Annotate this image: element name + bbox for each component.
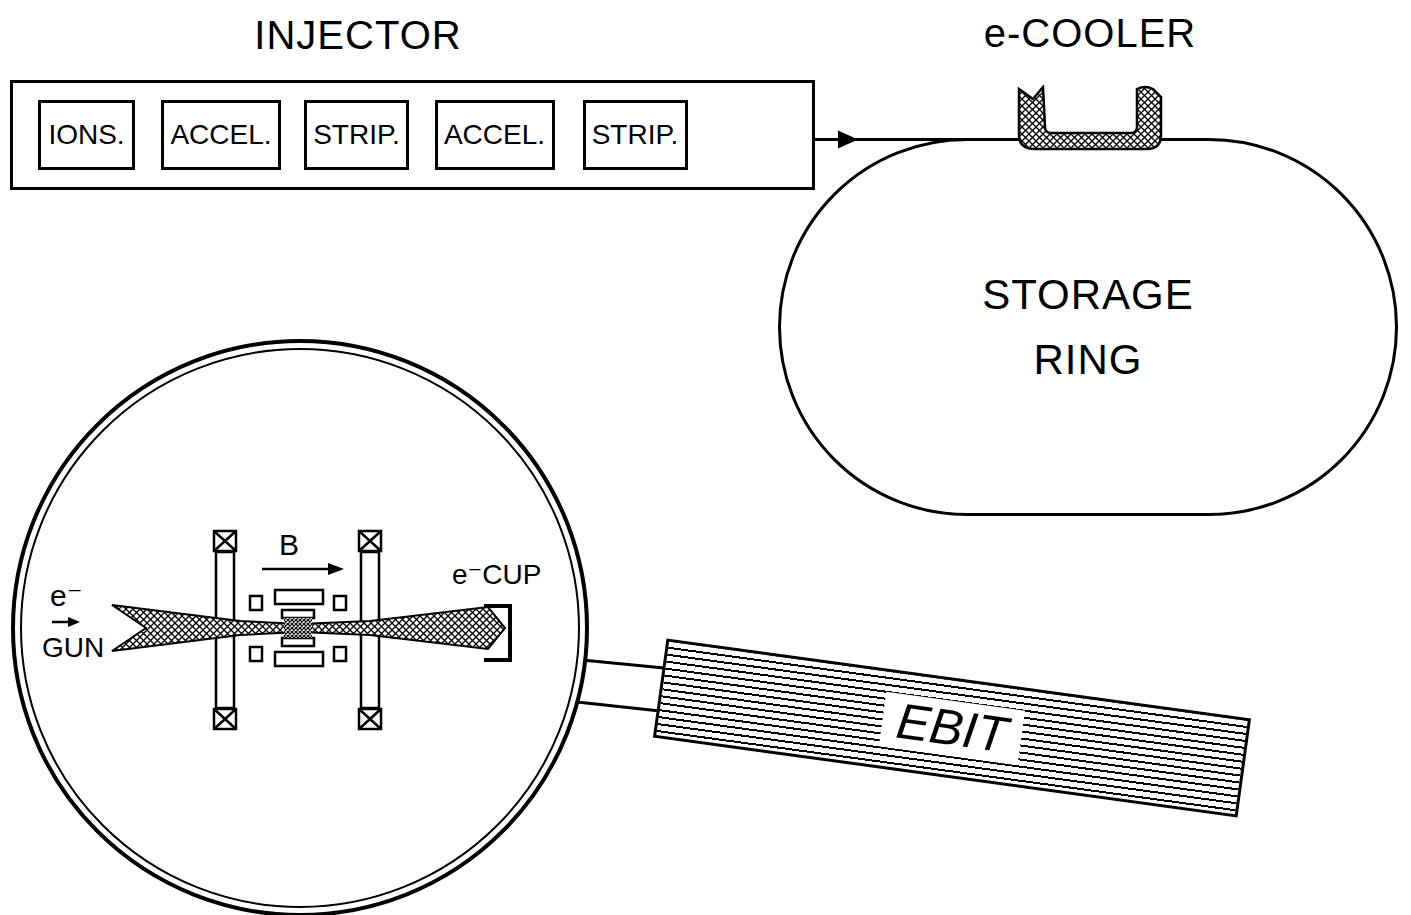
injector-box: INJECTORIONS.ACCEL.STRIP.ACCEL.STRIP. xyxy=(10,80,815,190)
node-text: ACCEL. xyxy=(444,119,545,151)
particle-label: e⁻ xyxy=(50,578,83,613)
trap-region xyxy=(284,618,312,638)
ebit-handle: EBIT xyxy=(653,638,1251,817)
lens-rim xyxy=(13,341,587,915)
magnifier-neck xyxy=(577,660,664,711)
field-arrow xyxy=(262,568,330,571)
gun-arrowhead xyxy=(68,617,80,627)
node-text: STORAGE RING xyxy=(973,262,1203,392)
electron-cooler: e-COOLER xyxy=(1015,85,1165,151)
electron-collector xyxy=(484,606,510,660)
arrowhead xyxy=(838,131,858,149)
electron-beam xyxy=(112,605,505,651)
gun-label: GUN xyxy=(42,632,104,664)
stage-box: ACCEL. xyxy=(161,100,281,170)
gun-arrow xyxy=(52,621,70,624)
node-text: STRIP. xyxy=(313,119,400,151)
stage-box: ACCEL. xyxy=(435,100,555,170)
stage-box: STRIP. xyxy=(304,100,409,170)
node-text: INJECTOR xyxy=(218,13,498,58)
lens-inner-rim xyxy=(21,349,579,907)
cooler-shape xyxy=(1015,85,1165,151)
field-arrowhead xyxy=(328,563,344,575)
stage-box: IONS. xyxy=(38,100,135,170)
collector-label: e⁻CUP xyxy=(452,558,541,591)
node-text: EBIT xyxy=(879,691,1024,764)
field-label: B xyxy=(279,528,299,562)
node-text: e-COOLER xyxy=(955,11,1225,56)
storage-ring: STORAGE RING xyxy=(778,138,1398,516)
drift-tubes xyxy=(250,590,346,666)
node-text: IONS. xyxy=(48,119,124,151)
node-text: STRIP. xyxy=(592,119,679,151)
stage-box: STRIP. xyxy=(583,100,688,170)
node-text: ACCEL. xyxy=(170,119,271,151)
